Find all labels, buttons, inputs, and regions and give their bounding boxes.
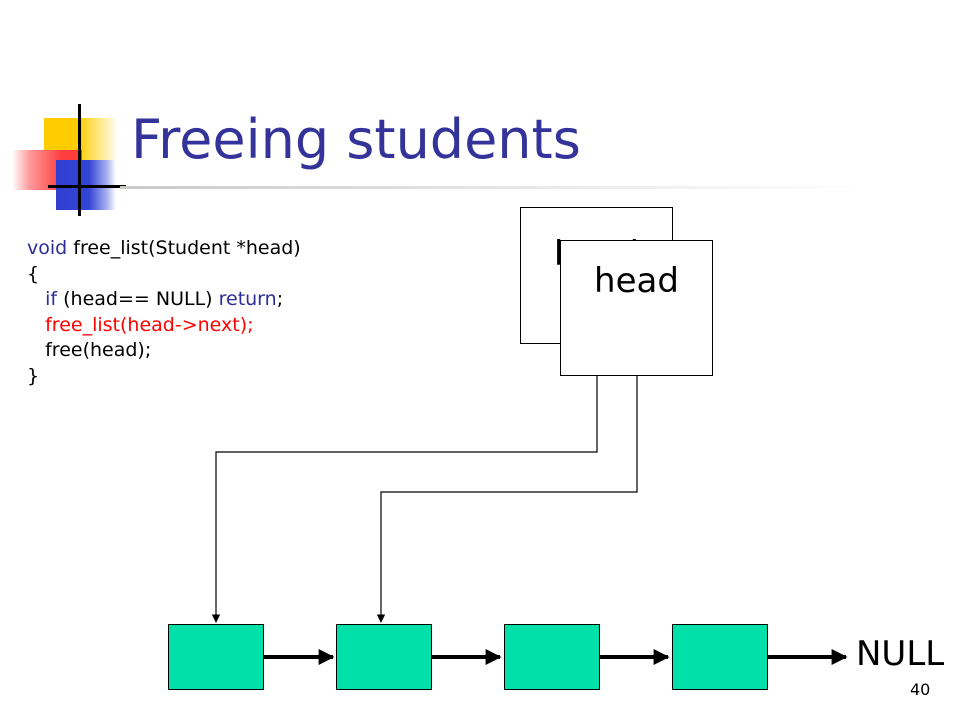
code-text: (head== NULL) xyxy=(57,288,219,311)
stack-frame-head-front: head xyxy=(560,240,713,376)
code-line-1: void free_list(Student *head) xyxy=(27,236,301,262)
title-decoration-horizontal-line xyxy=(48,185,126,188)
code-keyword-return: return xyxy=(218,288,277,311)
list-node-1 xyxy=(168,624,264,690)
code-line-7: } xyxy=(27,364,40,387)
stack-frame-label: head xyxy=(594,261,679,301)
list-node-3 xyxy=(504,624,600,690)
list-node-4 xyxy=(672,624,768,690)
code-line-6: free(head); xyxy=(27,339,152,362)
code-keyword-void: void xyxy=(27,237,68,259)
pointer-line-front-frame xyxy=(376,303,638,623)
code-text: ; xyxy=(276,288,284,311)
list-node-2 xyxy=(336,624,432,690)
code-line-2: { xyxy=(27,262,40,285)
pointer-line-back-frame xyxy=(211,376,598,623)
null-terminator-label: NULL xyxy=(856,634,945,674)
code-keyword-if: if xyxy=(45,288,58,311)
code-block: void free_list(Student *head) { if (head… xyxy=(27,236,301,390)
code-text: free_list(Student *head) xyxy=(67,237,301,259)
title-decoration-yellow-fade xyxy=(82,118,118,164)
code-line-5-recursive-call: free_list(head->next); xyxy=(27,313,254,336)
title-underline xyxy=(120,186,880,189)
slide-number: 40 xyxy=(910,680,931,699)
title-decoration-vertical-line xyxy=(78,104,81,216)
code-line-3: if (head== NULL) return; xyxy=(27,287,301,313)
slide-title: Freeing students xyxy=(131,108,581,171)
